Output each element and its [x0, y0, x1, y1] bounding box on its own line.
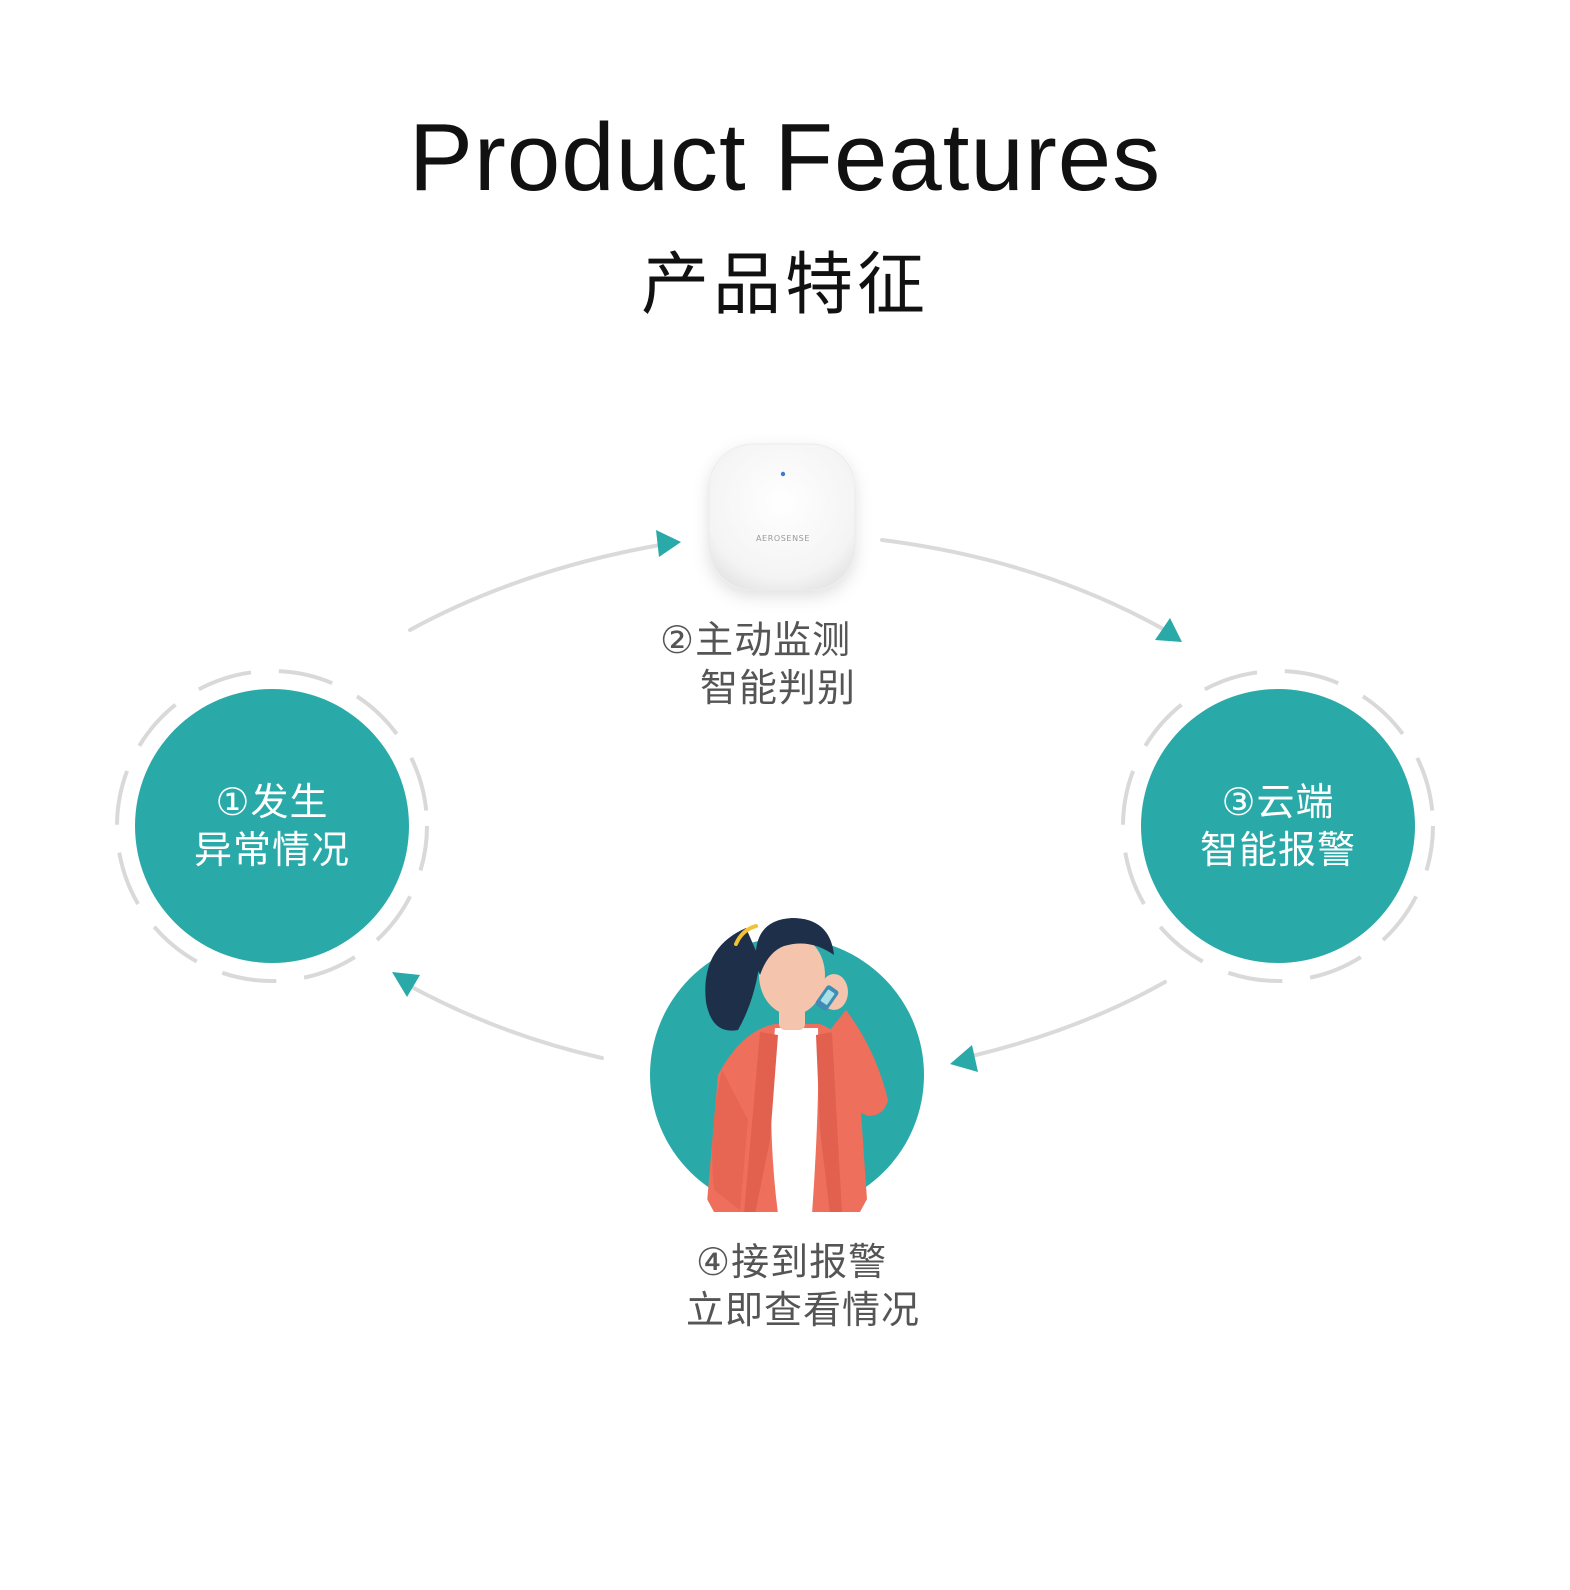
step3-node — [1121, 669, 1435, 983]
arrow-to-step4 — [950, 1045, 978, 1072]
person-phone-illustration — [650, 918, 924, 1212]
step3-line1: ③云端 — [1221, 780, 1335, 824]
step1-node — [115, 669, 429, 983]
status-led-icon — [780, 471, 786, 477]
step4-line2: 立即查看情况 — [686, 1288, 921, 1332]
arrow-to-step3 — [1155, 618, 1182, 642]
connector-arc-4-1 — [406, 983, 604, 1060]
step1-line2: 异常情况 — [193, 828, 350, 872]
page-subtitle: 产品特征 — [640, 246, 929, 325]
device-brand-label: AEROSENSE — [756, 534, 810, 543]
step3-line2: 智能报警 — [1199, 828, 1356, 872]
step1-label: ①发生 异常情况 — [136, 778, 408, 874]
arrow-to-step1 — [392, 972, 420, 997]
step2-line2: 智能判别 — [700, 666, 857, 710]
connector-arc-2-3 — [880, 538, 1167, 632]
arrow-to-step2 — [656, 530, 681, 557]
step1-line1: ①发生 — [215, 780, 329, 824]
page-title: Product Features — [408, 104, 1162, 211]
step4-label: ④接到报警 立即查看情况 — [660, 1238, 960, 1334]
step2-line1: ②主动监测 — [660, 618, 852, 662]
step4-line1: ④接到报警 — [696, 1240, 888, 1284]
step2-label: ②主动监测 智能判别 — [660, 616, 910, 712]
step3-label: ③云端 智能报警 — [1142, 778, 1414, 874]
connector-arc-1-2 — [408, 543, 662, 632]
sensor-device: AEROSENSE — [708, 443, 856, 591]
connector-arc-3-4 — [970, 980, 1167, 1058]
